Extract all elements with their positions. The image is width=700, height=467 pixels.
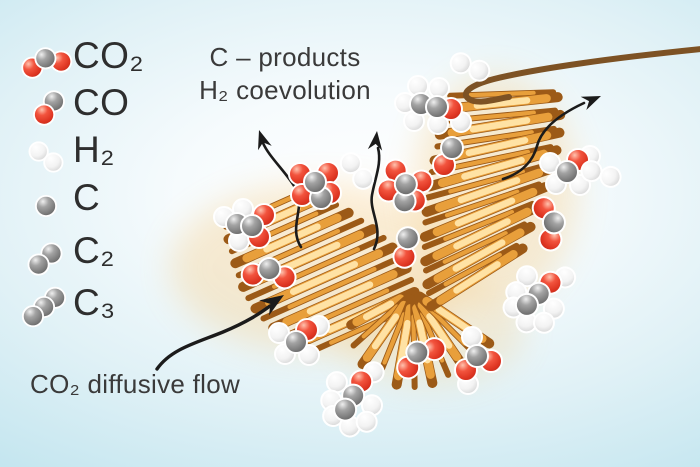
legend-label-c3: C₃ xyxy=(73,282,116,324)
atom-carbon xyxy=(425,95,449,119)
legend-label-c2: C₂ xyxy=(73,230,115,272)
legend-label-co2: CO₂ xyxy=(73,35,145,77)
atom-carbon xyxy=(34,194,58,218)
molecule-co_g xyxy=(432,136,464,177)
molecule-co2x2 xyxy=(288,161,342,210)
fiber-bristle xyxy=(412,293,467,369)
fiber-bristle xyxy=(421,200,536,250)
atom-carbon xyxy=(465,344,489,368)
fiber-bristle xyxy=(346,290,411,330)
fiber-bristle xyxy=(260,254,404,322)
molecule-co_g xyxy=(392,226,420,269)
molecule-c2h5oh_v xyxy=(320,361,385,438)
molecule-h2 xyxy=(339,152,375,190)
arrows xyxy=(155,96,601,371)
atom-carbon xyxy=(555,160,579,184)
molecule-c3 xyxy=(21,286,67,328)
fiber-bristle xyxy=(424,145,562,192)
molecule-c2h5oh_v xyxy=(502,265,577,334)
atom-carbon xyxy=(240,214,264,238)
molecules xyxy=(21,47,622,438)
atom-hydrogen xyxy=(28,141,49,162)
molecule-co2 xyxy=(531,196,566,252)
fiber-bristle xyxy=(419,182,551,242)
molecule-c2h5oh_h xyxy=(394,75,472,135)
molecule-co2 xyxy=(21,47,73,79)
atom-carbon xyxy=(333,397,358,422)
legend-label-c: C xyxy=(73,177,101,219)
molecule-h2 xyxy=(580,160,622,188)
atom-hydrogen xyxy=(532,311,555,334)
fiber-bristle xyxy=(421,163,557,217)
molecule-c2o2h3 xyxy=(213,198,276,252)
fiber-bristle xyxy=(422,181,542,226)
molecule-hcooh xyxy=(454,326,503,395)
legend-label-co: CO xyxy=(73,82,130,124)
diffusive-flow-arrow xyxy=(155,295,284,371)
legend-label-h2: H₂ xyxy=(73,129,115,171)
fiber-bristle xyxy=(426,242,520,297)
fiber-bristle xyxy=(441,92,563,114)
atom-carbon xyxy=(541,210,566,235)
fiber-structure xyxy=(222,46,700,390)
atom-carbon xyxy=(395,226,420,251)
molecule-c2 xyxy=(27,242,63,276)
atom-carbon xyxy=(393,172,418,197)
molecule-co2 xyxy=(396,337,447,380)
molecule-h2 xyxy=(28,141,64,173)
molecule-h2 xyxy=(449,52,491,82)
fiber-strand xyxy=(462,46,700,105)
molecule-co xyxy=(33,90,65,126)
atom-carbon xyxy=(21,305,44,328)
caption-products-line2: H₂ coevolution xyxy=(199,75,371,105)
molecule-co2 xyxy=(240,257,297,290)
atom-carbon xyxy=(257,257,282,282)
atom-oxygen xyxy=(33,103,56,126)
fiber-bristle xyxy=(422,221,536,290)
fiber-bristle xyxy=(230,207,354,269)
atom-carbon xyxy=(514,292,539,317)
atom-carbon xyxy=(303,170,327,194)
fiber-bristle xyxy=(268,263,412,333)
atom-hydrogen xyxy=(449,52,472,75)
atom-hydrogen xyxy=(352,167,375,190)
wavy-arrow-middle xyxy=(367,131,383,251)
atom-carbon xyxy=(440,136,464,160)
atom-carbon xyxy=(34,47,57,70)
atom-hydrogen xyxy=(339,152,362,175)
fiber-bristle xyxy=(420,201,544,267)
atom-hydrogen xyxy=(468,59,491,82)
molecule-c xyxy=(34,194,58,218)
atom-hydrogen xyxy=(43,152,64,173)
caption-products-line1: C – products xyxy=(209,42,361,72)
molecule-ch3oh xyxy=(268,315,330,366)
caption-diffusive-flow: CO₂ diffusive flow xyxy=(30,369,241,399)
atom-hydrogen xyxy=(599,165,622,188)
fiber-bristle xyxy=(426,243,528,312)
wavy-arrow-right xyxy=(501,96,601,181)
molecule-co2x2 xyxy=(376,158,434,214)
atom-hydrogen xyxy=(355,410,378,433)
fiber-bristle xyxy=(357,293,414,370)
atom-hydrogen xyxy=(428,77,450,99)
atom-carbon xyxy=(27,253,50,276)
caption-products: C – products H₂ coevolution xyxy=(168,41,402,107)
fiber-bristle xyxy=(423,221,528,274)
atom-carbon xyxy=(405,340,430,365)
atom-hydrogen xyxy=(461,326,483,348)
atom-hydrogen xyxy=(580,160,603,183)
molecule-ch3oh xyxy=(539,145,601,196)
atom-carbon xyxy=(284,330,308,354)
